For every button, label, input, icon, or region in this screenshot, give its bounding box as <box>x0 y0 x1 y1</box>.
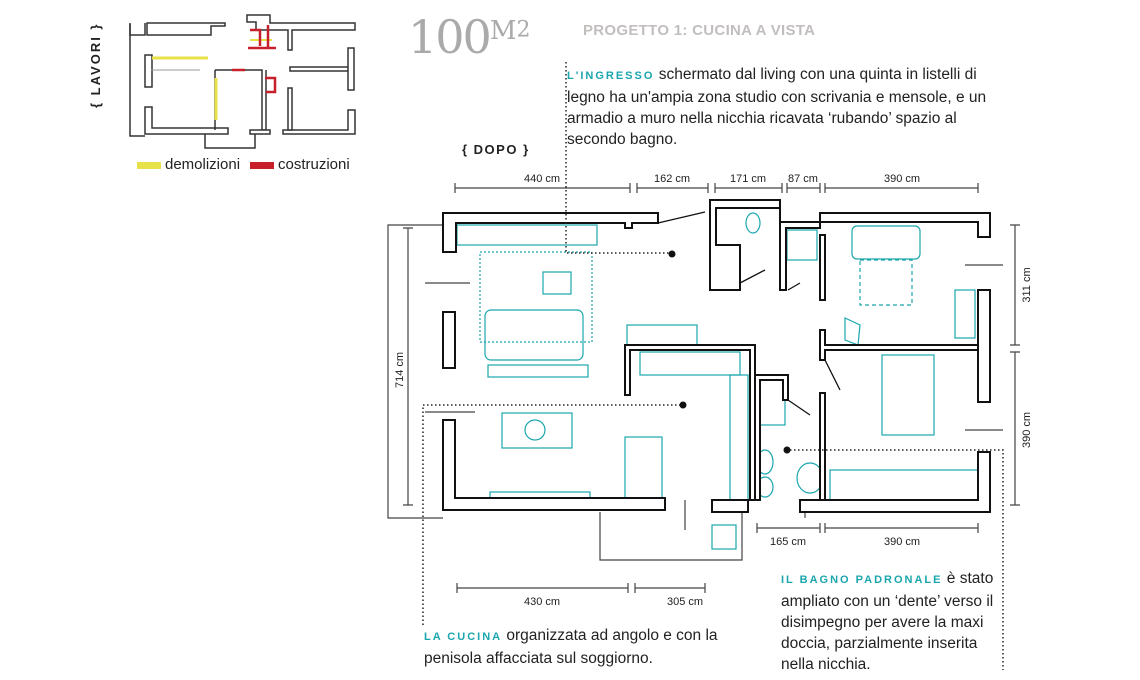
dim-top-2: 162 cm <box>654 173 690 185</box>
note-keyword: IL BAGNO PADRONALE <box>781 574 943 586</box>
dim-top-1: 440 cm <box>524 173 560 185</box>
dim-bottom-right-1: 165 cm <box>770 536 806 548</box>
note-cucina: LA CUCINA organizzata ad angolo e con la… <box>424 625 744 669</box>
callout-dot-cucina <box>679 401 687 409</box>
dim-right-1: 311 cm <box>1021 267 1033 302</box>
legend-swatch-yellow <box>137 161 161 169</box>
project-title: PROGETTO 1: CUCINA A VISTA <box>583 22 816 39</box>
legend-costruzioni: costruzioni <box>250 156 350 173</box>
dim-right-2: 390 cm <box>1021 412 1033 448</box>
note-ingresso: L'INGRESSO schermato dal living con una … <box>567 64 987 150</box>
area-value: 100 <box>408 10 492 64</box>
area-heading: 100M2 <box>408 10 530 64</box>
legend-swatch-red <box>250 161 274 169</box>
area-exp: 2 <box>516 17 531 43</box>
dim-top-5: 390 cm <box>884 173 920 185</box>
note-text: organizzata ad angolo e con la penisola … <box>424 627 718 667</box>
walls <box>442 199 991 513</box>
callout-dot-bagno <box>783 446 791 454</box>
dim-bottom-right-2: 390 cm <box>884 536 920 548</box>
note-keyword: L'INGRESSO <box>567 70 655 82</box>
callout-dot-ingresso <box>668 250 676 258</box>
dim-top-4: 87 cm <box>788 173 818 185</box>
note-keyword: LA CUCINA <box>424 631 503 643</box>
dopo-label: { DOPO } <box>462 142 530 157</box>
dim-bottom-2: 305 cm <box>667 596 703 608</box>
note-text: è stato ampliato con un ‘dente’ verso il… <box>781 570 994 673</box>
area-unit: M <box>489 16 517 46</box>
note-text: schermato dal living con una quinta in l… <box>567 66 987 148</box>
doors <box>657 211 841 416</box>
dimension-lines <box>387 183 1020 593</box>
dim-left: 714 cm <box>394 352 406 388</box>
after-plan: 440 cm 162 cm 171 cm 87 cm 390 cm 714 cm… <box>387 62 1033 670</box>
dim-bottom-1: 430 cm <box>524 596 560 608</box>
dim-top-3: 171 cm <box>730 173 766 185</box>
legend-demolizioni: demolizioni <box>137 156 240 173</box>
callout-lines <box>422 62 1004 670</box>
before-plan <box>129 14 356 149</box>
legend-label: demolizioni <box>165 156 241 173</box>
note-bagno: IL BAGNO PADRONALE è stato ampliato con … <box>781 568 996 675</box>
legend-label: costruzioni <box>278 156 350 173</box>
